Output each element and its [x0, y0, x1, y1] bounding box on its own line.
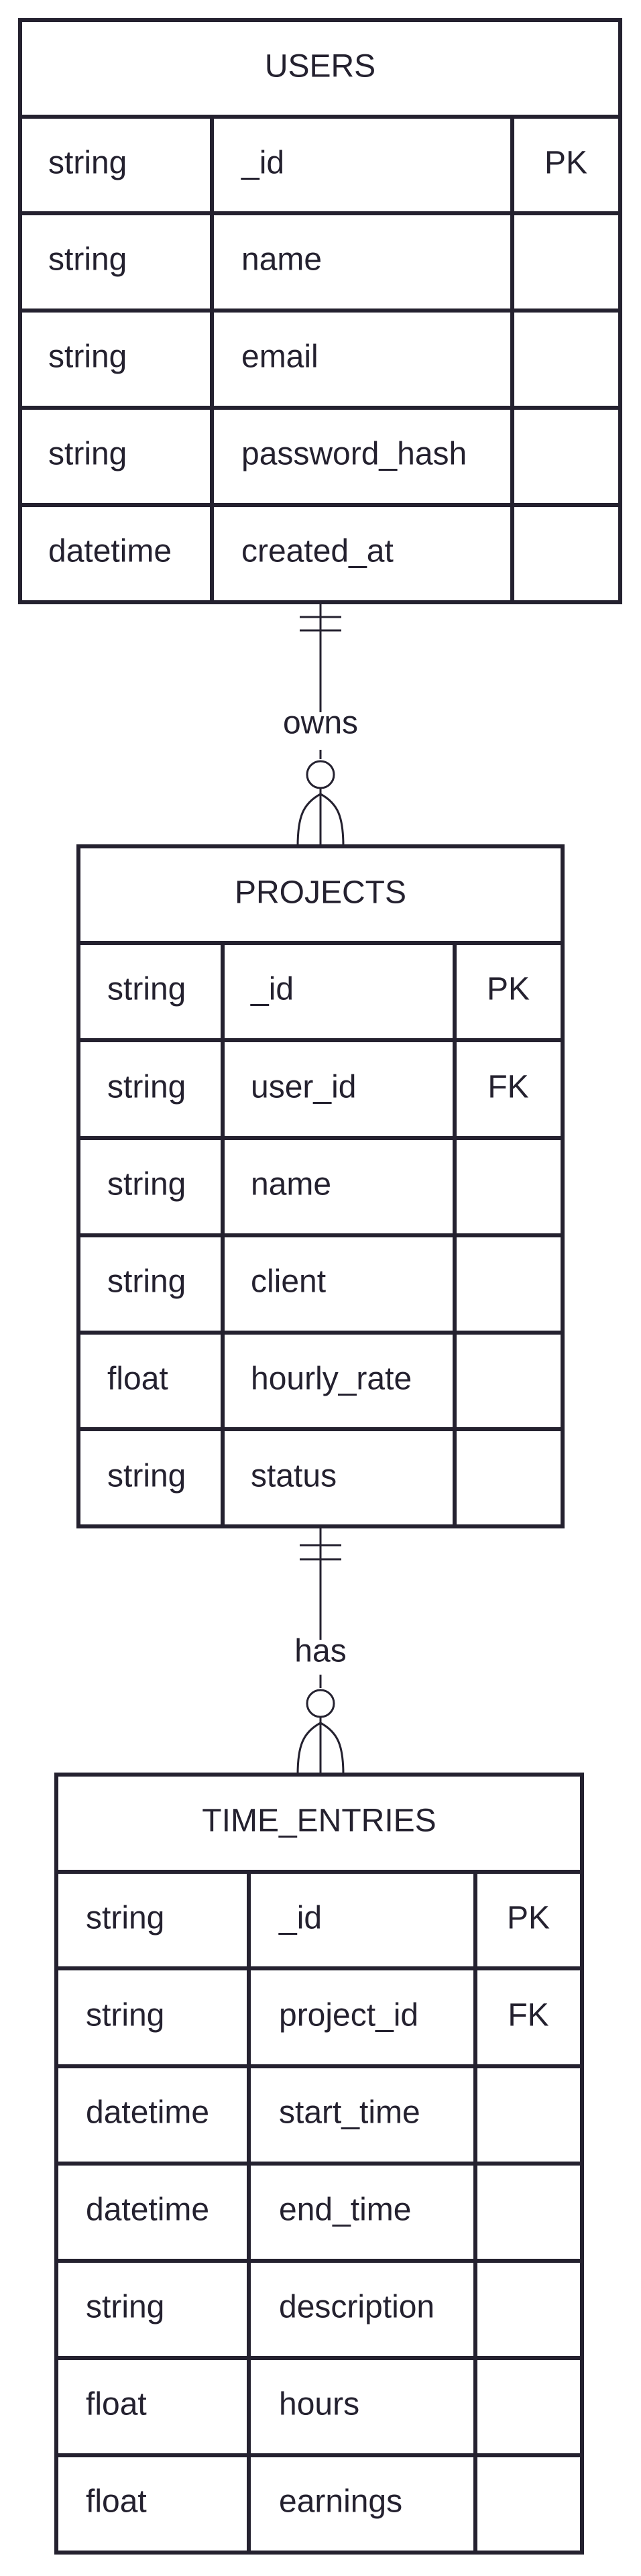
row-field: start_time	[279, 2095, 420, 2131]
row-key: FK	[487, 1070, 528, 1105]
row-type: float	[107, 1361, 168, 1397]
many-marker	[296, 789, 345, 847]
row-field: _id	[241, 146, 284, 181]
row-field: project_id	[279, 1998, 418, 2033]
row-field: earnings	[279, 2484, 402, 2520]
row-field: client	[251, 1264, 326, 1300]
row-field: name	[251, 1167, 331, 1202]
row-key: PK	[487, 972, 530, 1007]
row-key: PK	[507, 1901, 550, 1936]
row-type: string	[86, 1901, 164, 1936]
entity-title-projects: PROJECTS	[235, 875, 406, 911]
row-field: description	[279, 2290, 434, 2325]
row-field: password_hash	[241, 437, 467, 472]
row-type: datetime	[86, 2192, 209, 2228]
row-field: _id	[250, 972, 294, 1007]
row-key: FK	[508, 1998, 548, 2033]
many-marker	[296, 1718, 345, 1775]
relationship-users-projects: owns	[283, 602, 358, 847]
relationship-label-has: has	[294, 1634, 346, 1669]
row-type: string	[107, 1264, 186, 1300]
zero-marker	[306, 760, 335, 789]
relationship-projects-time-entries: has	[294, 1526, 347, 1775]
row-type: datetime	[86, 2095, 209, 2131]
row-type: string	[107, 1167, 186, 1202]
zero-marker	[306, 1689, 335, 1718]
row-type: float	[86, 2484, 147, 2520]
row-type: string	[48, 437, 127, 472]
relationship-label-owns: owns	[283, 706, 358, 741]
row-type: string	[86, 2290, 164, 2325]
row-type: datetime	[48, 534, 172, 569]
row-field: user_id	[251, 1070, 356, 1105]
row-type: string	[86, 1998, 164, 2033]
entity-title-users: USERS	[265, 49, 375, 85]
row-key: PK	[544, 146, 587, 181]
row-field: created_at	[241, 534, 394, 569]
row-field: end_time	[279, 2192, 411, 2228]
row-field: hourly_rate	[251, 1361, 412, 1397]
row-type: string	[48, 146, 127, 181]
row-field: status	[251, 1459, 337, 1494]
row-field: name	[241, 242, 322, 278]
row-type: string	[107, 1070, 186, 1105]
entity-users: USERS string _id PK string name string e…	[18, 18, 622, 604]
row-type: string	[107, 1459, 186, 1494]
entity-time-entries: TIME_ENTRIES string _id PK string projec…	[54, 1773, 584, 2555]
entity-title-time-entries: TIME_ENTRIES	[202, 1803, 436, 1839]
row-type: string	[107, 972, 186, 1007]
row-type: float	[86, 2387, 147, 2422]
row-type: string	[48, 242, 127, 278]
entity-projects: PROJECTS string _id PK string user_id FK…	[76, 844, 565, 1528]
row-field: email	[241, 339, 318, 375]
row-type: string	[48, 339, 127, 375]
row-field: hours	[279, 2387, 359, 2422]
row-field: _id	[278, 1901, 322, 1936]
